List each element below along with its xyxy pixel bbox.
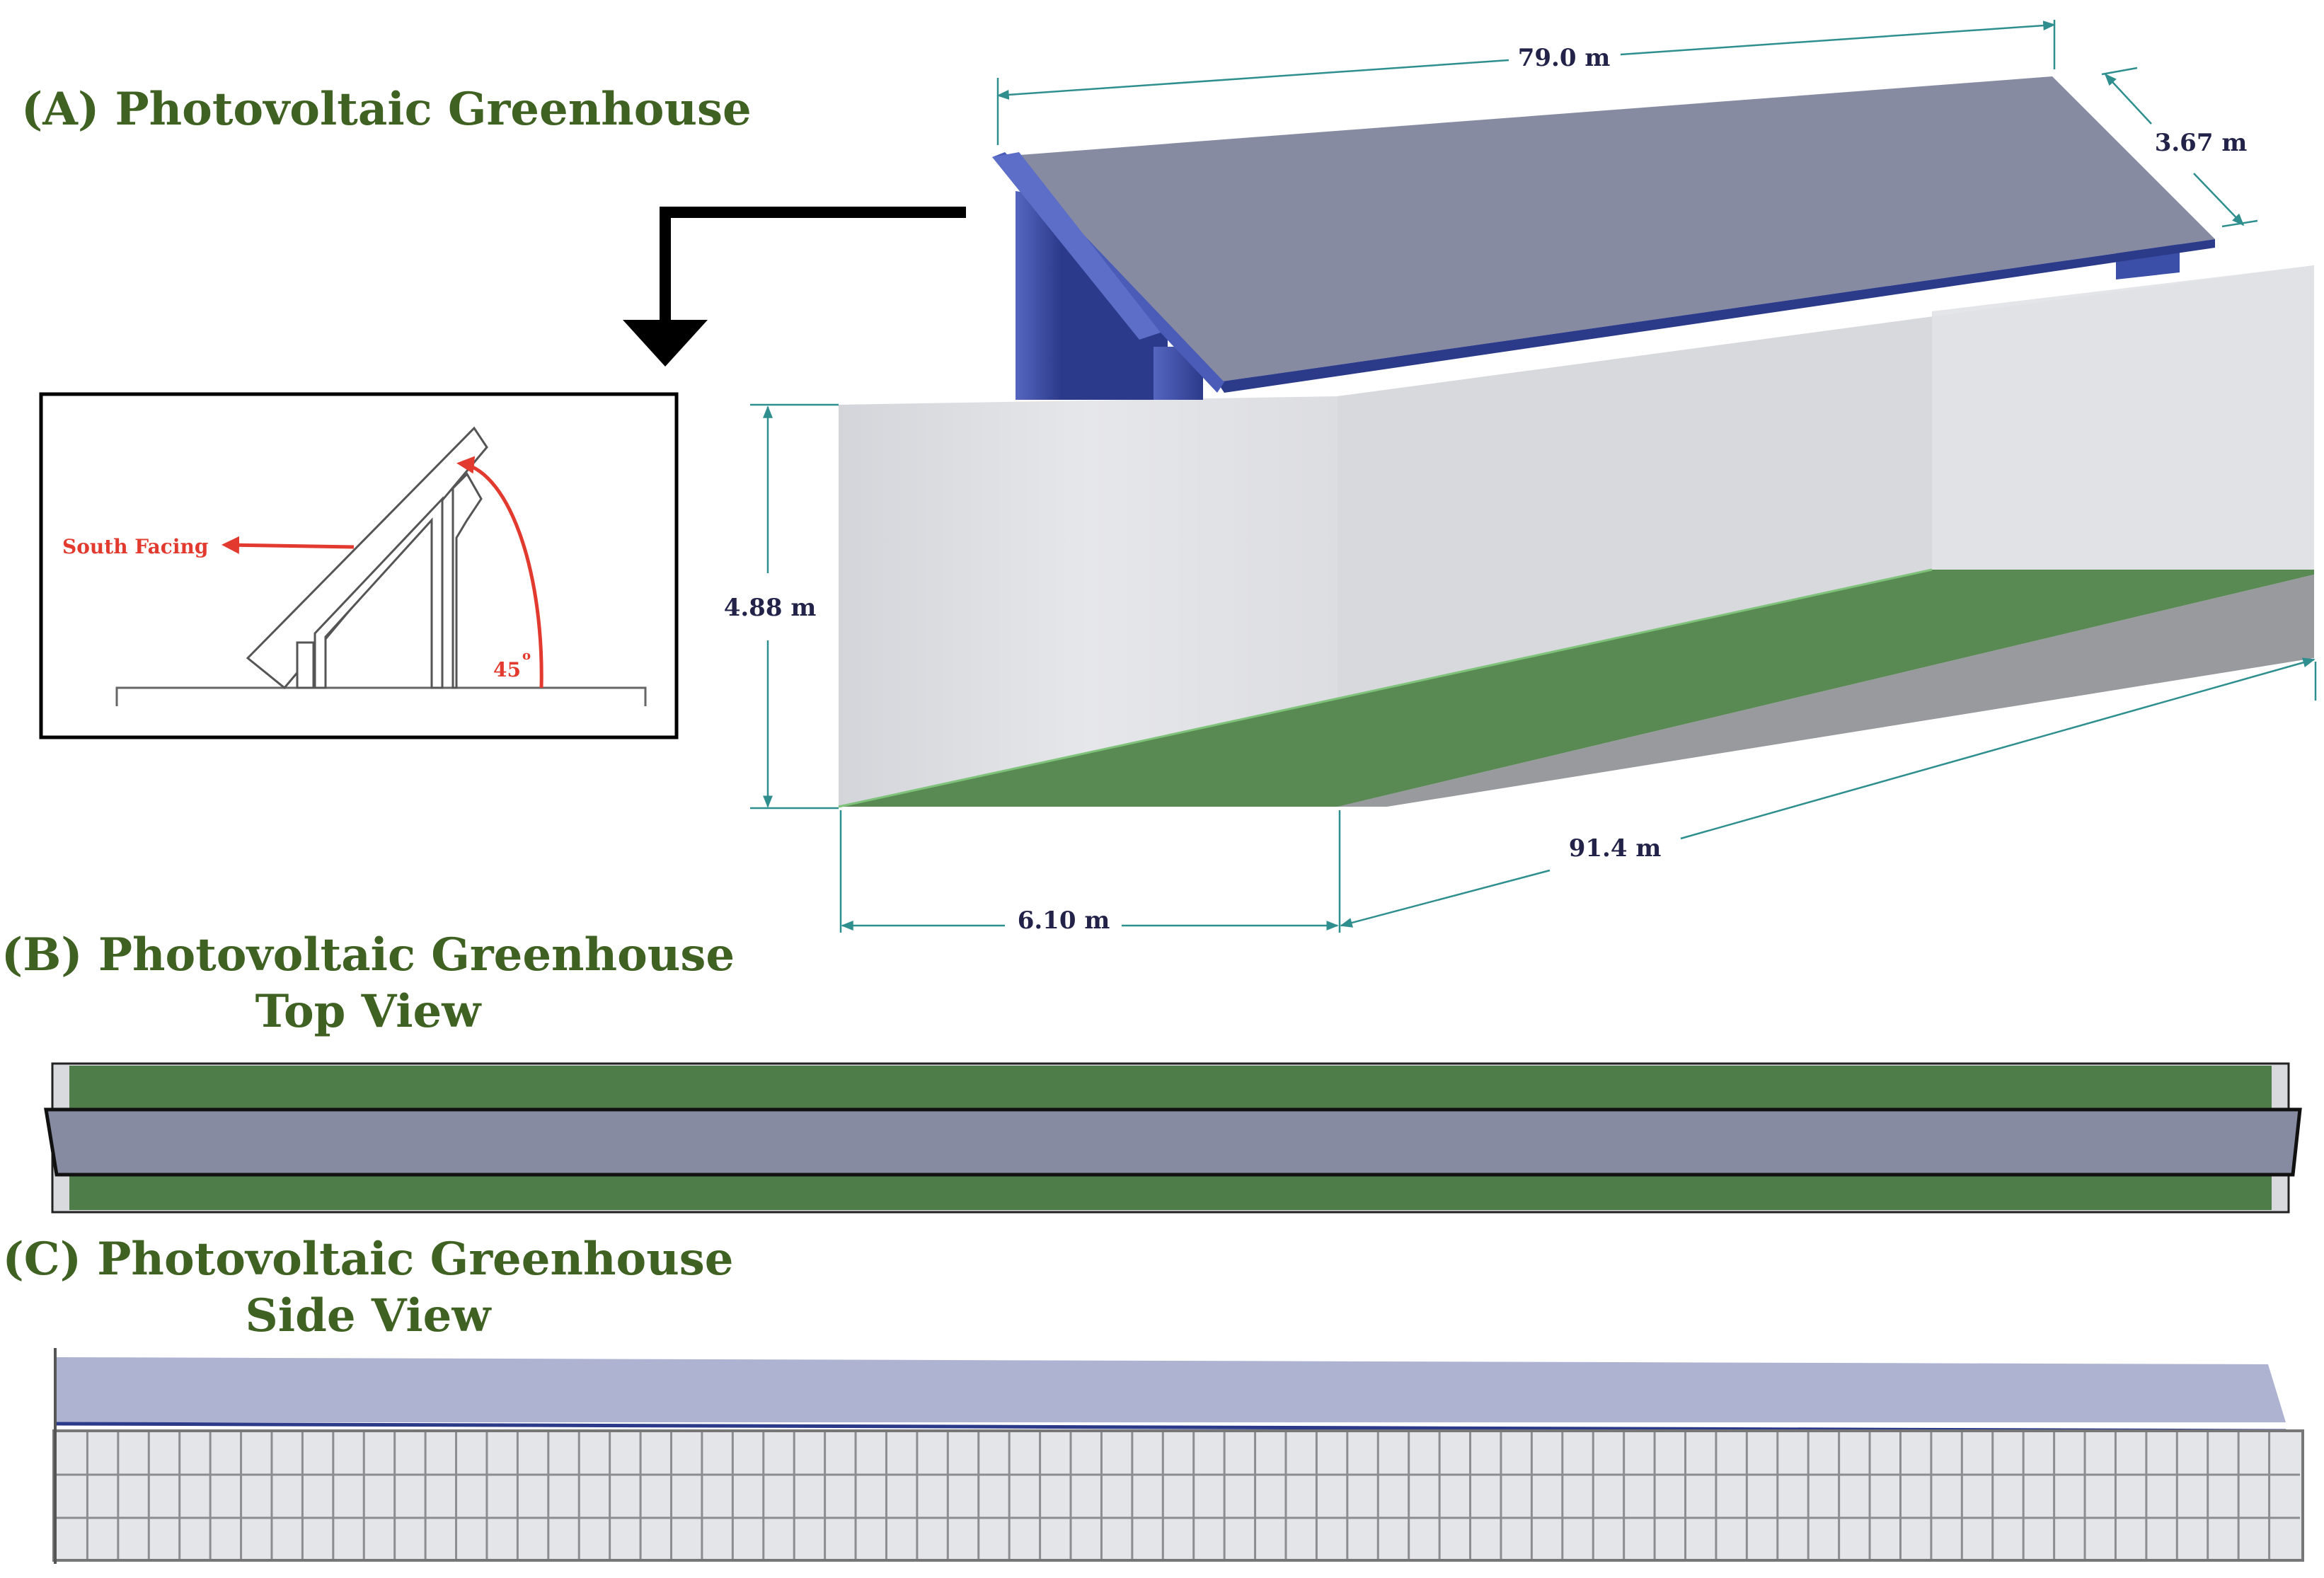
panel-c-subtitle: Side View xyxy=(245,1289,491,1342)
side-view xyxy=(52,1348,2304,1564)
tilted-panel-sketch xyxy=(246,426,488,690)
panel-b-subtitle: Top View xyxy=(255,985,481,1038)
tilt-angle-label: 45 xyxy=(493,658,521,681)
callout-arrow xyxy=(623,207,966,367)
dim-label-width: 6.10 m xyxy=(1018,906,1110,935)
south-facing-label: South Facing xyxy=(62,535,208,558)
support-frame-left xyxy=(1016,191,1062,400)
pv-roof-panel xyxy=(992,76,2215,382)
dimension-lines xyxy=(750,20,2317,933)
top-view-pv-panel xyxy=(44,1107,2302,1177)
top-view xyxy=(44,1062,2302,1214)
greenhouse-end-wall xyxy=(839,396,1338,807)
south-arrow-icon xyxy=(222,536,355,554)
panel-c-title: (C) Photovoltaic Greenhouse xyxy=(2,1233,734,1286)
tilt-inset: South Facing 45 o xyxy=(39,392,679,739)
tilt-angle-arc xyxy=(456,456,543,689)
dim-label-length: 91.4 m xyxy=(1569,834,1662,863)
panel-a-title: (A) Photovoltaic Greenhouse xyxy=(21,83,752,136)
greenhouse-3d-model xyxy=(838,76,2314,808)
dim-label-panel-width: 3.67 m xyxy=(2155,129,2248,157)
top-view-crop-row-upper xyxy=(69,1066,2272,1112)
dim-label-height: 4.88 m xyxy=(724,594,817,622)
side-view-wall xyxy=(52,1429,2304,1562)
side-view-pv-panel xyxy=(57,1357,2286,1422)
panel-b-title: (B) Photovoltaic Greenhouse xyxy=(1,928,735,981)
dim-label-panel-length: 79.0 m xyxy=(1518,44,1611,72)
degree-symbol: o xyxy=(522,648,531,663)
